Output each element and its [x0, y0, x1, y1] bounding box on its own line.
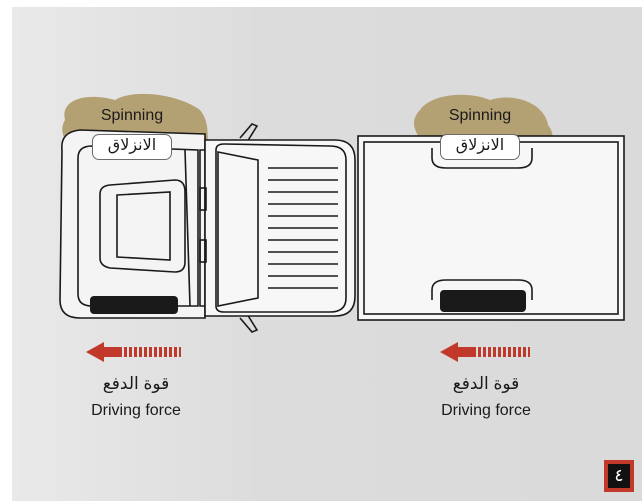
truck-outline — [59, 123, 625, 333]
driving-force-label-right-ar: قوة الدفع — [452, 374, 520, 393]
page-number: ٤ — [608, 464, 630, 488]
spinning-label-left: Spinning — [100, 107, 164, 124]
arrow-left — [86, 342, 181, 362]
spinning-label-right-ar: الانزلاق — [440, 134, 520, 160]
driving-force-label-left: Driving force — [91, 402, 181, 419]
spinning-label-right: Spinning — [448, 107, 512, 124]
page-number-badge: ٤ — [604, 460, 634, 492]
arrow-right — [440, 342, 530, 362]
front-tire-bottom — [90, 296, 178, 314]
spinning-label-left-ar: الانزلاق — [92, 134, 172, 160]
rear-tire-bottom — [440, 290, 526, 312]
driving-force-label-right: Driving force — [441, 402, 531, 419]
driving-force-label-left-ar: قوة الدفع — [102, 374, 170, 393]
